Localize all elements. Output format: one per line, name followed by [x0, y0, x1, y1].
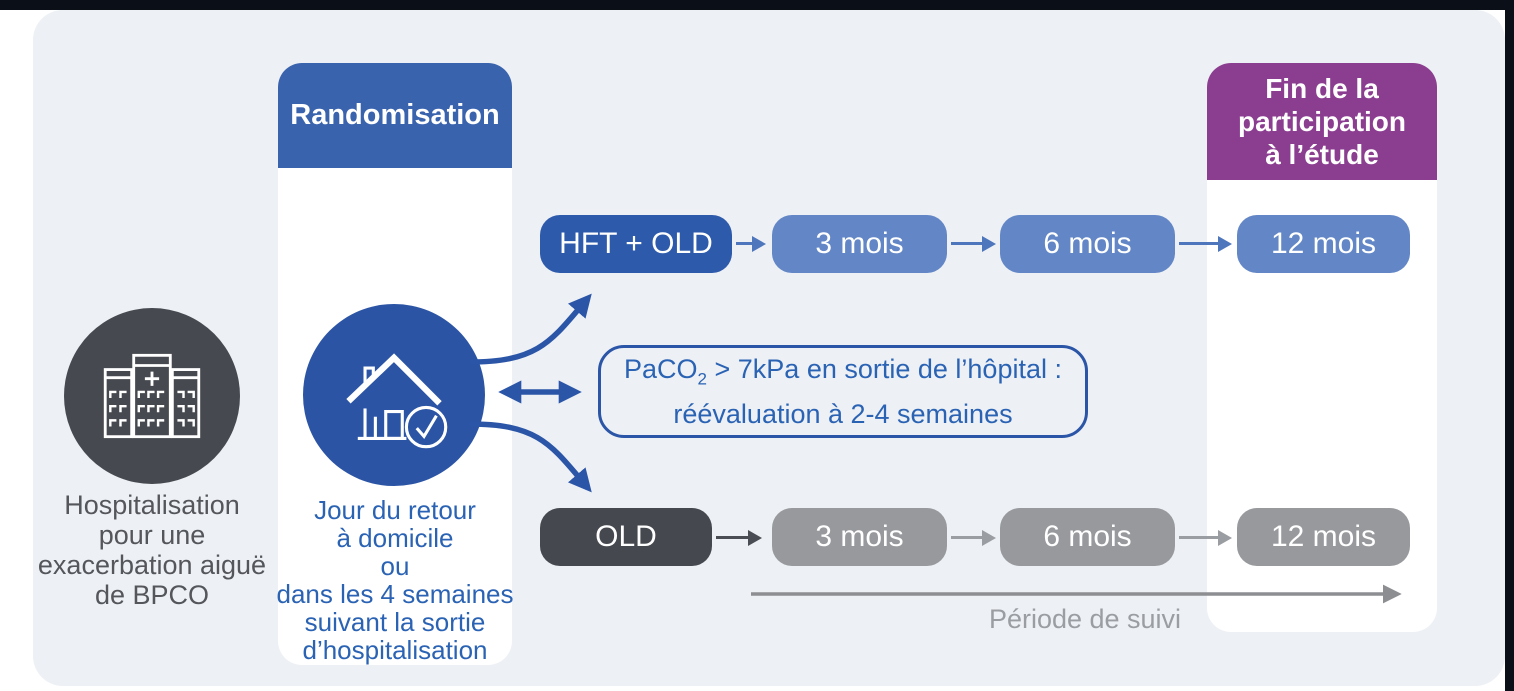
arrow-right-icon	[716, 529, 762, 546]
note-text: PaCO	[624, 354, 698, 385]
arrow-right-icon	[951, 235, 996, 252]
follow-up-arrow	[751, 584, 1402, 604]
old-milestone-pill: 6 mois	[1000, 508, 1175, 566]
hft-old-pill: HFT + OLD	[540, 215, 732, 273]
old-milestone-pill: 12 mois	[1237, 508, 1410, 566]
study-end-header-line: participation	[1237, 106, 1406, 137]
hft-milestone-pill: 6 mois	[1000, 215, 1175, 273]
top-edge-bar	[0, 0, 1514, 10]
branch-arrow-up	[469, 293, 592, 365]
home-check-icon	[346, 353, 448, 449]
old-label: OLD	[595, 520, 657, 553]
randomisation-header: Randomisation	[278, 63, 512, 168]
note-text: > 7kPa en sortie de l’hôpital :	[707, 354, 1062, 385]
follow-up-label: Période de suivi	[988, 604, 1182, 634]
arrow-right-icon	[1179, 529, 1232, 546]
note-line-2: réévaluation à 2-4 semaines	[673, 398, 1013, 429]
caption-line: exacerbation aiguë	[37, 550, 267, 580]
arrow-right-icon	[1179, 235, 1232, 252]
milestone-label: 6 mois	[1043, 227, 1132, 260]
caption-line: d’hospitalisation	[302, 635, 488, 665]
branch-arrow-down	[469, 421, 592, 493]
caption-line: dans les 4 semaines	[276, 579, 514, 609]
caption-line: à domicile	[336, 523, 454, 553]
milestone-label: 3 mois	[815, 227, 904, 260]
note-line-1: PaCO2 > 7kPa en sortie de l’hôpital :	[624, 352, 1062, 396]
hospitalisation-node	[64, 308, 240, 484]
study-end-header: Fin de la participation à l’étude	[1207, 63, 1437, 180]
milestone-label: 6 mois	[1043, 520, 1132, 553]
paco2-note-box: PaCO2 > 7kPa en sortie de l’hôpital : ré…	[598, 345, 1088, 438]
caption-line: suivant la sortie	[304, 607, 486, 637]
hft-old-label: HFT + OLD	[559, 227, 713, 260]
caption-line: Hospitalisation	[64, 490, 240, 520]
right-edge-bar	[1505, 0, 1514, 691]
caption-line: ou	[380, 551, 410, 581]
hft-milestone-pill: 12 mois	[1237, 215, 1410, 273]
caption-line: de BPCO	[94, 580, 210, 610]
home-return-node	[303, 304, 485, 486]
arrow-right-icon	[736, 235, 766, 252]
milestone-label: 12 mois	[1270, 227, 1377, 260]
randomisation-caption: Jour du retour à domicile ou dans les 4 …	[264, 496, 526, 664]
caption-line: Jour du retour	[314, 495, 476, 525]
hft-milestone-pill: 3 mois	[772, 215, 947, 273]
arrow-right-icon	[951, 529, 996, 546]
study-end-header-line: à l’étude	[1265, 139, 1379, 170]
hospitalisation-caption: Hospitalisation pour une exacerbation ai…	[27, 490, 277, 610]
note-subscript: 2	[697, 369, 708, 389]
hospital-buildings-icon	[103, 353, 201, 439]
milestone-label: 12 mois	[1270, 520, 1377, 553]
caption-line: pour une	[98, 520, 206, 550]
study-end-header-line: Fin de la	[1265, 73, 1379, 104]
randomisation-header-label: Randomisation	[290, 99, 500, 131]
milestone-label: 3 mois	[815, 520, 904, 553]
old-pill: OLD	[540, 508, 712, 566]
branch-arrows	[469, 293, 592, 493]
old-milestone-pill: 3 mois	[772, 508, 947, 566]
